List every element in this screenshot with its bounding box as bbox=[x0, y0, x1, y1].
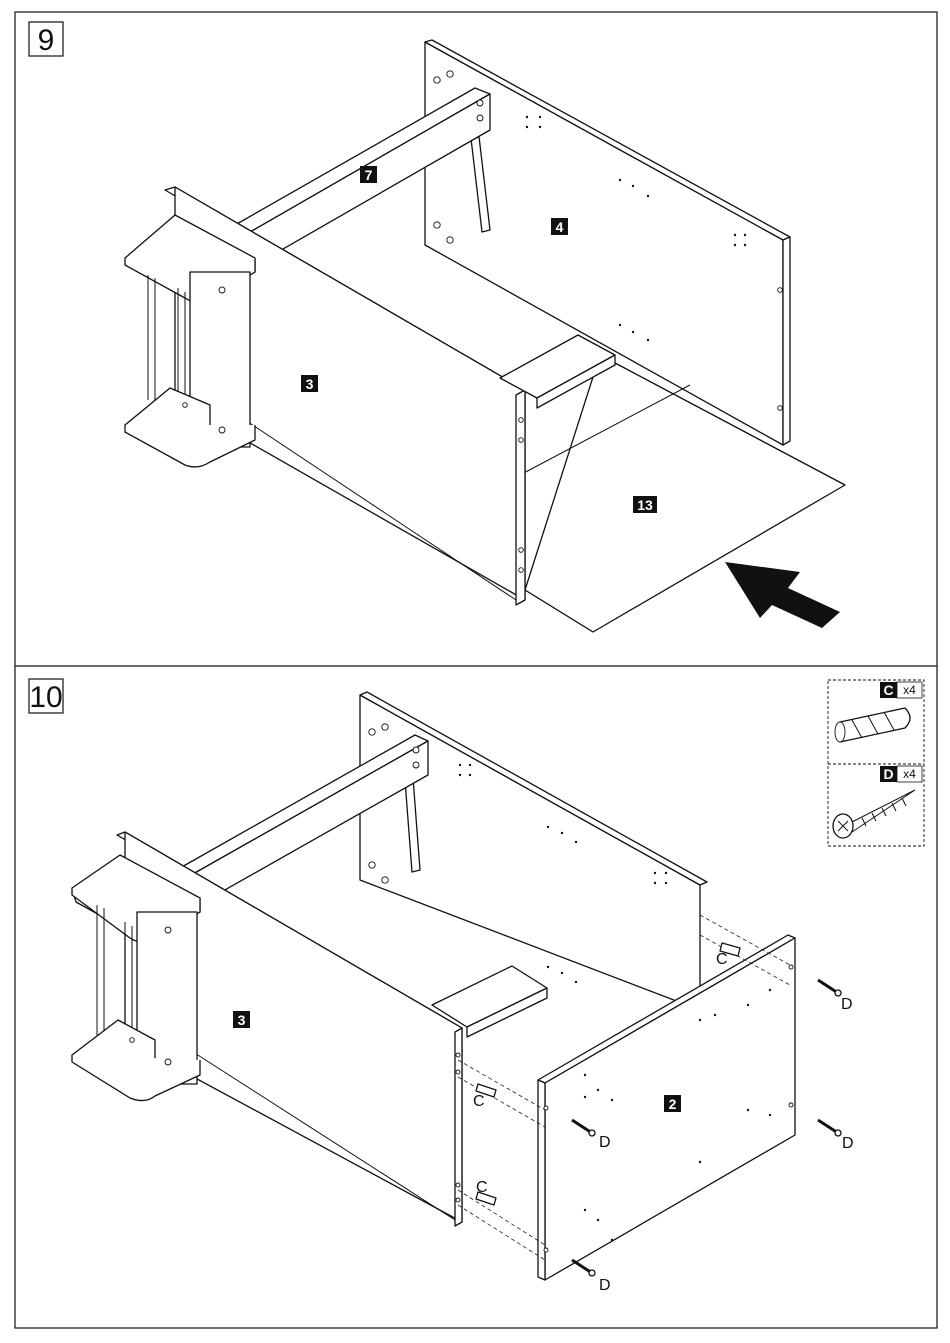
legend-c-quantity: x4 bbox=[903, 683, 916, 697]
part-label-4: 4 bbox=[556, 219, 564, 235]
screw-icon bbox=[572, 1260, 595, 1276]
legend-d-letter: D bbox=[883, 766, 893, 782]
hardware-label-d: D bbox=[599, 1277, 611, 1294]
screw-icon bbox=[833, 790, 915, 838]
hardware-label-d: D bbox=[599, 1134, 611, 1151]
hardware-label-c: C bbox=[476, 1179, 488, 1196]
legend-d-quantity: x4 bbox=[903, 767, 916, 781]
wooden-dowel-icon bbox=[835, 708, 910, 742]
hardware-label-d: D bbox=[841, 996, 853, 1013]
part-label-13: 13 bbox=[637, 497, 653, 513]
hardware-label-c: C bbox=[716, 951, 728, 968]
hardware-label-c: C bbox=[473, 1093, 485, 1110]
part-label-3: 3 bbox=[238, 1012, 246, 1028]
legend-c-letter: C bbox=[883, 682, 893, 698]
step-9: 9 bbox=[29, 22, 845, 632]
hardware-legend: C x4 D x4 bbox=[828, 680, 924, 846]
leg-unit bbox=[125, 215, 255, 467]
step-9-number: 9 bbox=[38, 24, 55, 57]
screw-icon bbox=[818, 980, 841, 996]
part-label-3: 3 bbox=[306, 376, 314, 392]
bottom-panel-13 bbox=[520, 355, 845, 632]
insert-direction-arrow-icon bbox=[725, 562, 840, 628]
step-10: 10 C x4 D x4 bbox=[29, 679, 924, 1294]
part-label-2: 2 bbox=[669, 1096, 677, 1112]
part-label-7: 7 bbox=[365, 167, 373, 183]
step-10-number: 10 bbox=[29, 681, 62, 714]
screw-icon bbox=[818, 1120, 841, 1136]
hardware-label-d: D bbox=[842, 1135, 854, 1152]
